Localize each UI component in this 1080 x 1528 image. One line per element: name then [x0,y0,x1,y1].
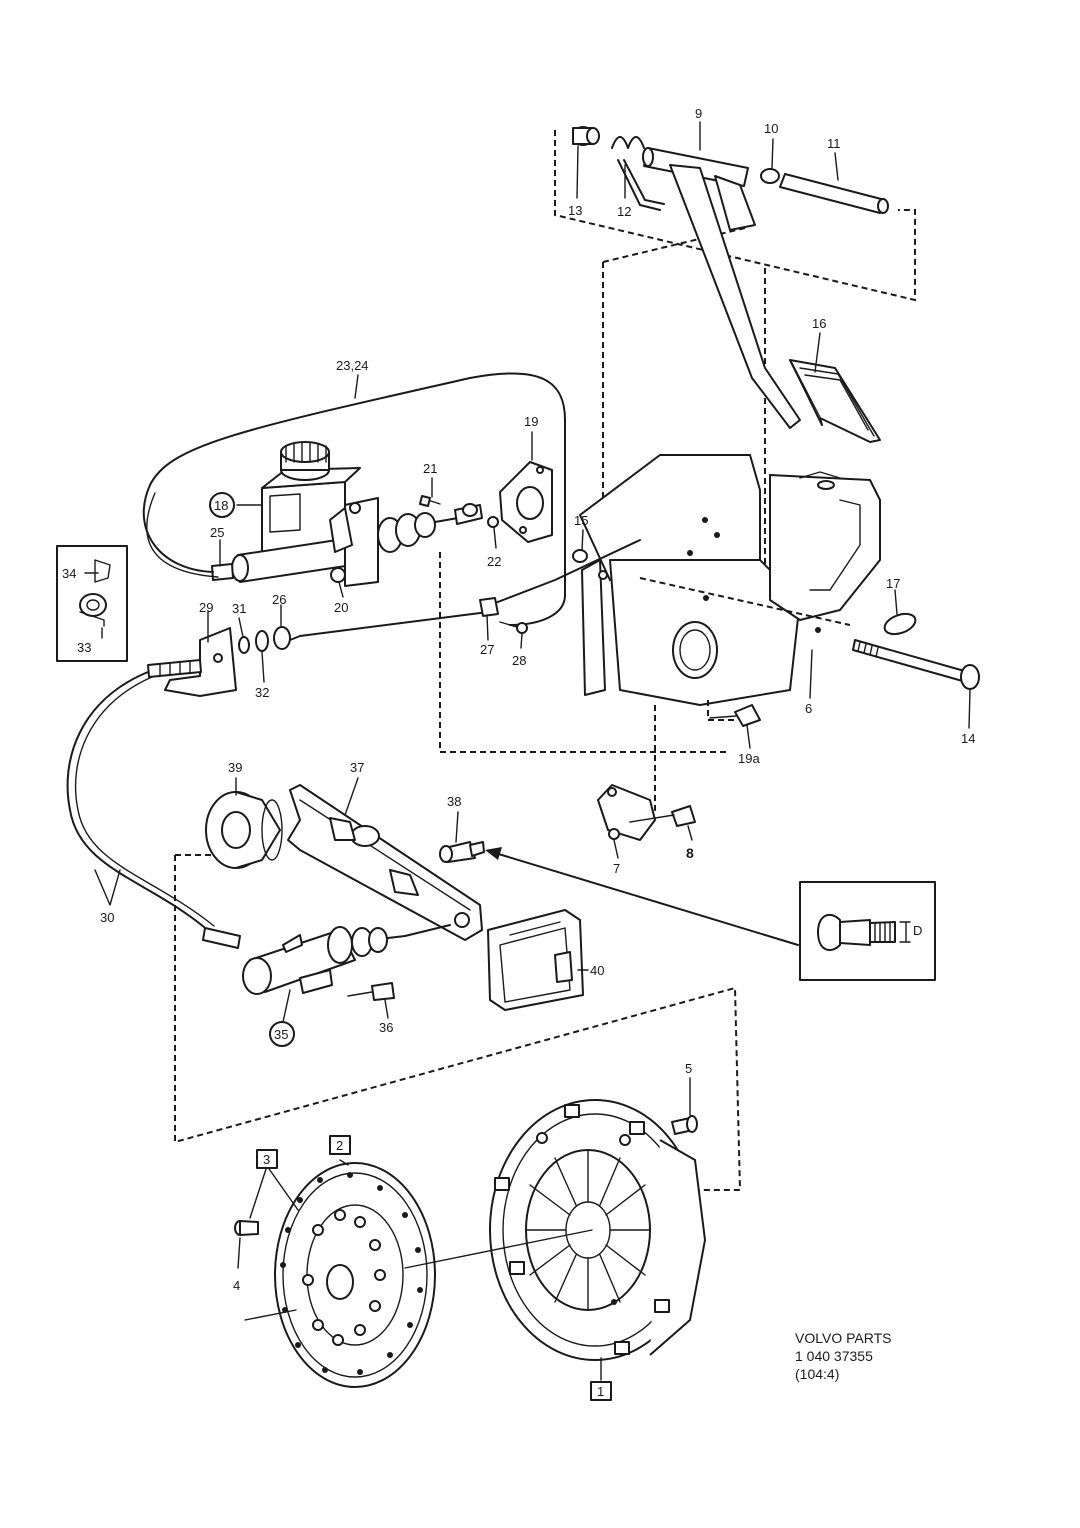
slave-cylinder-35 [242,924,451,995]
master-cylinder-18 [231,441,379,587]
label-28: 28 [512,653,526,668]
label-27: 27 [480,642,494,657]
dashed-outline-center [174,552,742,1191]
through-bolt-14 [852,639,980,690]
bolt-5 [671,1115,698,1135]
pressure-line [289,611,489,641]
clip-27 [479,597,499,617]
label-17: 17 [886,576,900,591]
release-bearing-39 [205,791,283,869]
clutch-pedal-9 [642,147,801,429]
label-16: 16 [812,316,826,331]
label-4: 4 [233,1278,240,1293]
label-11: 11 [827,136,841,151]
cover-plate-7 [597,784,656,841]
footer-line-2: 1 040 37355 [795,1348,873,1364]
bolt-19a [709,704,761,727]
label-19: 19 [524,414,538,429]
label-30: 30 [100,910,114,925]
label-13: 13 [568,203,582,218]
leader-lines [84,121,971,1381]
washer-10 [760,168,780,184]
clip-22 [487,516,499,528]
label-34: 34 [62,566,76,581]
footer-block: VOLVO PARTS 1 040 37355 (104:4) [795,1330,891,1382]
label-21: 21 [423,461,437,476]
label-26: 26 [272,592,286,607]
label-6: 6 [805,701,812,716]
detail-arrow [485,847,799,946]
label-31: 31 [232,601,246,616]
label-18-circle [209,492,235,518]
label-25: 25 [210,525,224,540]
fitting-25 [211,563,234,581]
footer-line-3: (104:4) [795,1366,839,1382]
spring-12 [611,136,665,211]
bush-13 [572,126,600,146]
part-labels: 9 10 11 12 13 16 23,24 19 21 18 25 22 20… [62,106,975,1401]
label-1: 1 [597,1384,604,1399]
label-35-circle [269,1021,295,1047]
clutch-disc-2 [274,1162,436,1388]
slave-fitting [202,927,241,949]
label-9: 9 [695,106,702,121]
pivot-pin-11 [779,173,889,214]
label-40: 40 [590,963,604,978]
pedal-pad-16 [789,359,881,443]
label-2: 2 [336,1138,343,1153]
rivet-4 [234,1220,259,1236]
label-14: 14 [961,731,975,746]
label-36: 36 [379,1020,393,1035]
label-10: 10 [764,121,778,136]
label-18: 18 [214,498,228,513]
label-12: 12 [617,204,631,219]
pushrod-boot [377,503,483,553]
bolt-36 [347,982,395,1001]
bolt-28 [499,621,528,634]
inset-clip-box [56,545,128,662]
label-2-box [329,1135,351,1155]
label-d: D [913,923,922,938]
label-39: 39 [228,760,242,775]
label-7: 7 [613,861,620,876]
label-20: 20 [334,600,348,615]
bolt-21 [419,495,441,507]
label-5: 5 [685,1061,692,1076]
hydraulic-hose-23-24 [142,372,566,626]
label-38: 38 [447,794,461,809]
label-19a: 19a [738,751,760,766]
label-32: 32 [255,685,269,700]
inset-stud-box [799,881,936,981]
label-37: 37 [350,760,364,775]
label-3: 3 [263,1152,270,1167]
footer-line-1: VOLVO PARTS [795,1330,891,1346]
label-22: 22 [487,554,501,569]
pressure-plate-1 [489,1099,706,1361]
hose-end-fitting [147,659,202,678]
boot-40 [487,909,584,1011]
label-3-box [256,1149,278,1169]
flex-hose-30 [66,671,211,933]
label-1-box [590,1381,612,1401]
pedal-bracket-6 [579,454,881,706]
release-fork-37 [287,784,483,941]
gasket-19 [499,461,553,543]
washer-15 [572,549,588,563]
label-8: 8 [686,845,694,861]
label-23-24: 23,24 [336,358,369,373]
washers-31-32-26 [238,626,291,654]
bolt-8 [629,805,696,827]
pivot-stud-38 [439,841,485,863]
label-35: 35 [274,1027,288,1042]
label-29: 29 [199,600,213,615]
label-15: 15 [574,513,588,528]
label-33: 33 [77,640,91,655]
nut-17 [883,612,917,636]
